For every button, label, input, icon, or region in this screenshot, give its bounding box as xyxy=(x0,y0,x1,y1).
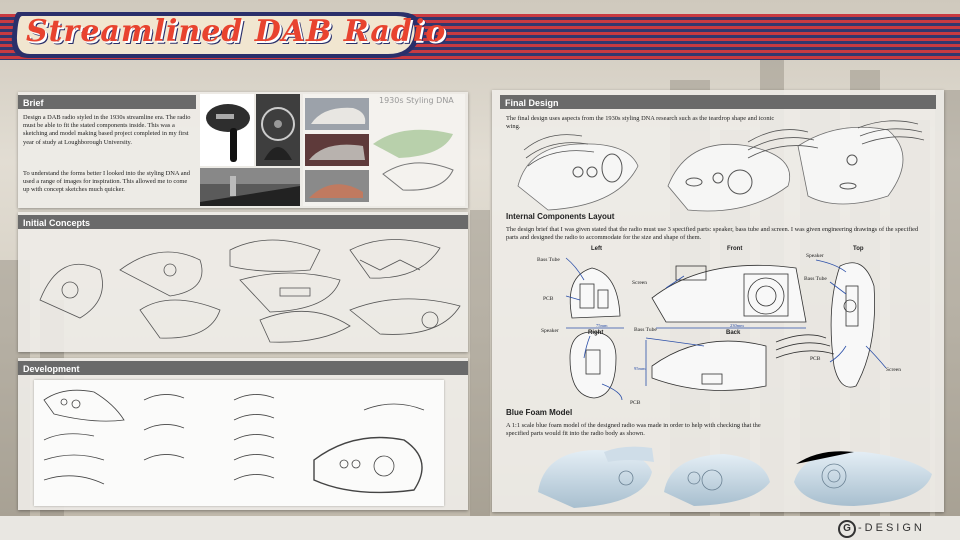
foam-model-photos xyxy=(538,446,932,508)
dimension-width-left: 75mm xyxy=(596,323,608,328)
concept-sketches xyxy=(39,239,461,343)
brief-paragraph-2: To understand the forms better I looked … xyxy=(23,170,190,194)
label-bass-tube-3: Bass Tube xyxy=(634,327,657,333)
dimension-width-front: 230mm xyxy=(730,323,744,328)
development-sketch-page xyxy=(34,380,444,506)
internal-text: The design brief that I was given stated… xyxy=(506,226,919,242)
fan-photo xyxy=(256,94,300,166)
moodboard: 1930s Styling DNA xyxy=(303,94,465,206)
brief-heading: Brief xyxy=(18,95,196,109)
title-plate xyxy=(11,12,422,58)
train-photo xyxy=(200,168,300,206)
foam-text: A 1:1 scale blue foam model of the desig… xyxy=(506,422,761,438)
view-top: Top xyxy=(853,246,864,252)
internal-layout-drawings xyxy=(565,257,887,401)
dimension-height: 95mm xyxy=(634,366,646,371)
label-bass-tube-1: Bass Tube xyxy=(537,257,560,263)
page-title: Streamlined DAB Radio xyxy=(26,14,447,49)
view-front: Front xyxy=(727,246,743,252)
view-left: Left xyxy=(591,246,602,252)
moodboard-title: 1930s Styling DNA xyxy=(379,96,454,105)
logo-text: -DESIGN xyxy=(858,522,925,534)
final-design-text: The final design uses aspects from the 1… xyxy=(506,115,775,131)
brief-paragraph-1: Design a DAB radio styled in the 1930s s… xyxy=(23,114,191,146)
concepts-heading: Initial Concepts xyxy=(18,215,468,229)
label-pcb-2: PCB xyxy=(810,356,821,362)
foam-heading: Blue Foam Model xyxy=(506,408,573,417)
label-speaker-2: Speaker xyxy=(541,328,559,334)
label-screen-1: Screen xyxy=(632,280,647,286)
development-heading: Development xyxy=(18,361,468,375)
label-screen-2: Screen xyxy=(886,367,901,373)
view-back: Back xyxy=(726,330,741,336)
final-design-heading: Final Design xyxy=(500,95,936,109)
label-speaker-1: Speaker xyxy=(806,253,824,259)
view-right: Right xyxy=(588,330,604,336)
g-design-logo: G-DESIGN xyxy=(838,520,925,538)
concepts-panel xyxy=(18,212,468,352)
footer-strip xyxy=(0,516,960,540)
hairdryer-photo xyxy=(200,94,254,166)
label-bass-tube-2: Bass Tube xyxy=(804,276,827,282)
internal-heading: Internal Components Layout xyxy=(506,212,615,221)
label-pcb-1: PCB xyxy=(543,296,554,302)
final-design-renders xyxy=(517,120,925,212)
logo-letter: G xyxy=(838,520,856,538)
label-pcb-3: PCB xyxy=(630,400,641,406)
